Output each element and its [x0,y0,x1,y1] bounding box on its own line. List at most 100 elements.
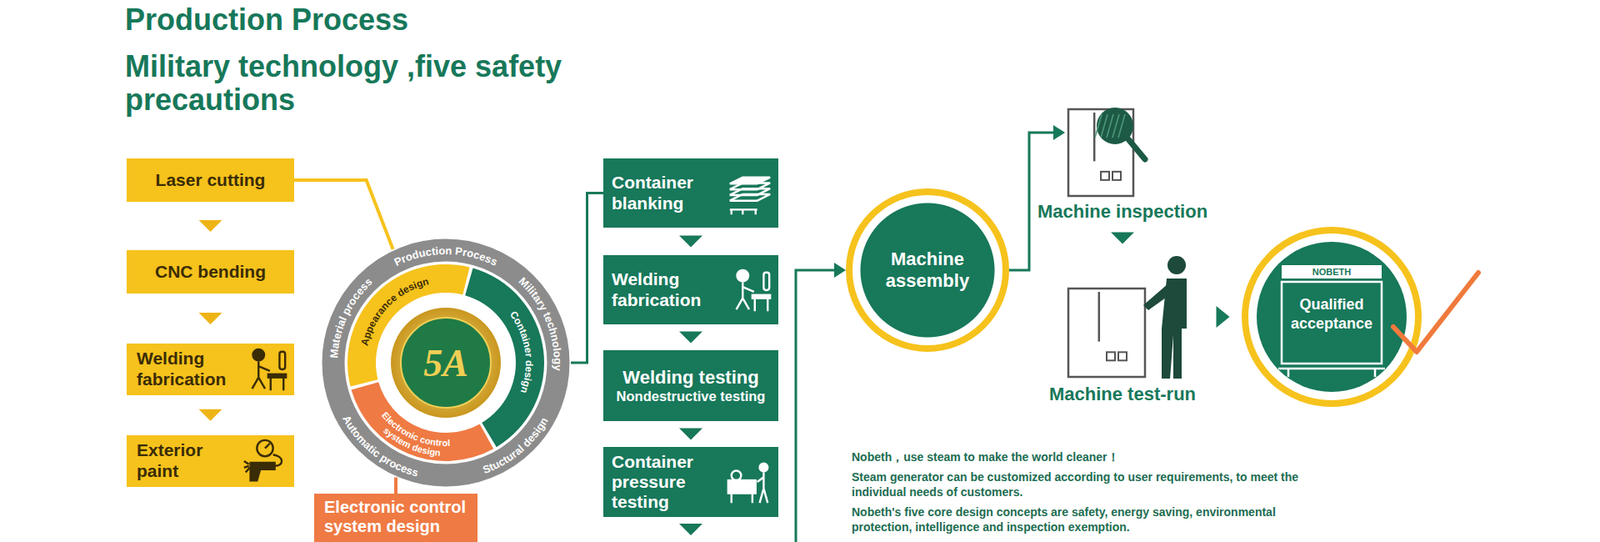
connector [199,409,223,421]
welder-icon [725,265,774,315]
machine-icon [1066,255,1205,380]
tank [279,350,285,369]
connector [1009,125,1065,270]
process-box: Welding fabrication [126,343,295,395]
node-text: Welding testing [611,366,770,388]
connector-line [294,180,394,250]
worker-head [1167,255,1186,275]
button [1118,351,1127,360]
process-box: Container pressure testing [603,446,779,517]
arrow-head [199,312,223,325]
button [1106,351,1115,360]
arrow-head [679,428,703,440]
node-text: Welding fabrication [611,269,714,310]
text-group: Welding fabrication [611,269,714,310]
chuck [731,470,742,481]
node-text: Welding fabrication [136,348,241,390]
node-text: Electronic control system design [324,497,468,536]
check-mark [1393,272,1479,352]
text-group: Welding fabrication [136,348,241,390]
logo-mark: 5A [423,341,469,385]
ring-text: Stuctural design [480,415,550,476]
gauge [256,440,273,456]
node-text: Laser cutting [136,170,285,191]
process-box: Container blanking [603,158,779,228]
text-run: system design [381,425,442,458]
lathe-legs [731,493,753,504]
worker-arm [1143,283,1172,310]
arrow-head [679,331,703,344]
tank [763,271,770,290]
arrow-head [679,235,703,248]
bench [752,294,770,298]
plates-icon [725,169,774,218]
gun [250,462,275,480]
lens-hatch [1112,114,1120,138]
arrow-head [834,262,846,278]
arrow-head [1216,305,1230,328]
process-box: Electronic control system design [314,493,478,542]
node-text: Container pressure testing [611,451,714,512]
machine-body [1281,281,1382,364]
welder-icon [240,345,290,394]
lens-hatch [1095,114,1102,138]
head [760,463,769,472]
process-circle: Machine assembly [845,188,1010,352]
connector-line [394,476,398,494]
note-text: Steam generator can be customized accord… [851,470,1302,500]
cabinet [1068,288,1145,377]
paint-icon [240,436,290,485]
green-disc [1256,241,1407,392]
title: Production Process [125,3,409,37]
note-text: Nobeth's five core design concepts are s… [851,505,1302,535]
body [252,360,270,389]
text-group: Container pressure testing [611,451,714,512]
process-box: Exterior paint [126,435,295,487]
connector-line [570,193,604,364]
machine-base [1278,368,1385,377]
connector [199,312,223,325]
connector [294,180,394,250]
connector [679,428,703,440]
arrow-head [199,409,223,421]
text-run: Appearance design [358,275,430,347]
ring-text: Container design [507,308,535,395]
process-circle: NOBETHQualified acceptance [1241,226,1422,407]
button [1112,171,1121,180]
machine-top [1281,265,1382,279]
spray [244,460,250,473]
node-text: NOBETH [1281,265,1382,278]
note-text: Nobeth，use steam to make the world clean… [851,450,1302,465]
subtitle: Military technology ,five safety precaut… [125,50,700,118]
bench [268,374,286,378]
text-run: Container design [507,308,535,395]
process-wheel: 5AProduction ProcessMilitary technologyS… [320,237,571,488]
text-group: Container blanking [611,172,714,213]
bench-legs [755,297,768,310]
text-group: Exterior paint [136,440,229,482]
button [1100,171,1110,180]
connector [570,193,604,364]
icon-step: Machine test-run [1022,250,1223,410]
hose [273,454,282,466]
text-run: Stuctural design [480,415,550,476]
node-text: Exterior paint [136,440,229,482]
head [253,349,265,361]
body [736,281,755,310]
connector [395,476,397,494]
process-box: Welding testingNondestructive testing [603,350,779,421]
medallion-core [400,317,491,408]
bench-legs [270,376,284,390]
yellow-ring [1245,230,1419,404]
process-box: Welding fabrication [603,255,779,325]
plate [730,193,770,200]
machine-icon [725,457,774,506]
medallion [390,307,501,418]
magnifier [1096,107,1134,145]
connector [1110,232,1135,245]
lens-hatch [1118,114,1125,138]
ring-text: Appearance design [358,275,430,347]
arrow-head [1053,125,1065,140]
arrow-head [1110,232,1135,245]
text-group: Welding testingNondestructive testing [611,366,770,404]
